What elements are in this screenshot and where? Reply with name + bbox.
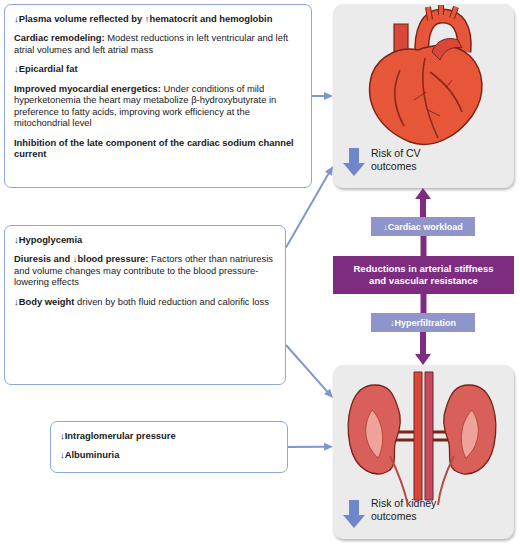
node-text: ↓Hypoglycemia [14, 234, 82, 245]
node-text: ↓Plasma volume reflected by ↑hematocrit … [14, 13, 272, 24]
aorta-arch-fill [422, 16, 465, 58]
paragraph: ↓Hypoglycemia [14, 234, 276, 245]
effect-arrow [286, 166, 333, 247]
connector-line [421, 236, 427, 256]
connector-line [421, 294, 427, 313]
effect-arrow [312, 92, 333, 100]
connector-line [312, 95, 325, 97]
paragraph: ↓Body weightdriven by both fluid reducti… [14, 296, 276, 307]
node-text: Risk of kidney outcomes [371, 497, 436, 522]
aorta [414, 372, 422, 500]
arrow-head [324, 389, 333, 398]
connector-line [420, 332, 426, 355]
paragraph: Cardiac remodeling:Modest reductions in … [14, 32, 302, 55]
node-text: Diuresis and ↓blood pressure: [14, 253, 148, 264]
arrow-head [324, 92, 333, 100]
paragraph: ↓Intraglomerular pressure [60, 430, 278, 441]
node-text: ↓Epicardial fat [14, 63, 78, 74]
effect-box: ↓Cardiac workload [371, 217, 475, 236]
mechanism-band: Reductions in arterial stiffness and vas… [333, 256, 514, 294]
box-label: ↓Cardiac workload [383, 222, 463, 232]
outcome-panel: Risk of CV outcomes [333, 4, 514, 188]
text-box: ↓Plasma volume reflected by ↑hematocrit … [4, 4, 312, 188]
node-text: driven by both fluid reduction and calor… [77, 296, 269, 307]
effect-box: ↓Hyperfiltration [371, 313, 475, 332]
mechanism-arrow [423, 236, 424, 256]
right-kidney [444, 385, 496, 474]
text-box: ↓HypoglycemiaDiuresis and ↓blood pressur… [4, 225, 286, 385]
kidney-pelvis [366, 410, 479, 458]
arrow-head [415, 354, 431, 365]
node-text: Inhibition of the late component of the … [14, 137, 294, 159]
node-text: ↓Intraglomerular pressure [60, 430, 176, 441]
kidney-down-arrow [343, 500, 365, 528]
node-text: ↓Albuminuria [60, 449, 119, 460]
connector-line [288, 446, 325, 448]
arrow-head [415, 188, 431, 199]
text-box: ↓Intraglomerular pressure ↓Albuminuria [50, 421, 288, 473]
arrow-head [324, 443, 333, 451]
node-text: Reductions in arterial stiffness and vas… [353, 263, 493, 286]
outcome-panel: Risk of kidney outcomes [333, 365, 514, 539]
connector-line [286, 345, 328, 392]
heart-body [370, 45, 482, 144]
box-label: ↓Hyperfiltration [390, 318, 456, 328]
node-text: Cardiac remodeling: [14, 32, 105, 43]
left-kidney [348, 385, 400, 474]
vena-cava [425, 372, 433, 500]
cv-down-arrow [343, 148, 365, 176]
node-text: Improved myocardial energetics: [14, 83, 161, 94]
node-text: ↓Body weight [14, 296, 74, 307]
node-text: Risk of CV outcomes [371, 147, 421, 172]
kidney-illustration [348, 372, 495, 505]
paragraph: Improved myocardial energetics:Under con… [14, 83, 302, 129]
outcome-label: Risk of CV outcomes [371, 147, 455, 173]
pulmonary-trunk [432, 39, 462, 61]
paragraph: ↓Albuminuria [60, 449, 278, 460]
artery-branch [428, 5, 456, 20]
mechanism-arrow [415, 332, 431, 365]
aorta-arch [422, 16, 465, 58]
connector-line [286, 173, 329, 248]
effect-arrow [288, 443, 333, 451]
paragraph: ↓Epicardial fat [14, 63, 302, 74]
vena-cava [394, 24, 408, 62]
mechanism-arrow [415, 188, 431, 217]
down-arrow-symbol [343, 148, 365, 176]
heart-illustration [370, 5, 482, 144]
arrow-head [325, 166, 333, 176]
ureter [390, 456, 454, 505]
outcome-label: Risk of kidney outcomes [371, 497, 461, 523]
coronary-branch [414, 80, 452, 116]
connector-line [420, 198, 426, 217]
paragraph: ↓Plasma volume reflected by ↑hematocrit … [14, 13, 302, 24]
paragraph: Diuresis and ↓blood pressure:Factors oth… [14, 253, 276, 287]
down-arrow-symbol [343, 500, 365, 528]
artery-branch-fill [428, 5, 456, 20]
node-text: ↓Cardiac workload [383, 222, 463, 232]
paragraph: Inhibition of the late component of the … [14, 137, 302, 160]
coronary-artery [395, 58, 462, 138]
effect-arrow [286, 345, 333, 398]
mechanism-arrow [423, 294, 424, 313]
renal-vessels [394, 432, 450, 440]
node-text: ↓Hyperfiltration [390, 318, 456, 328]
box-label: Reductions in arterial stiffness and vas… [347, 263, 500, 287]
